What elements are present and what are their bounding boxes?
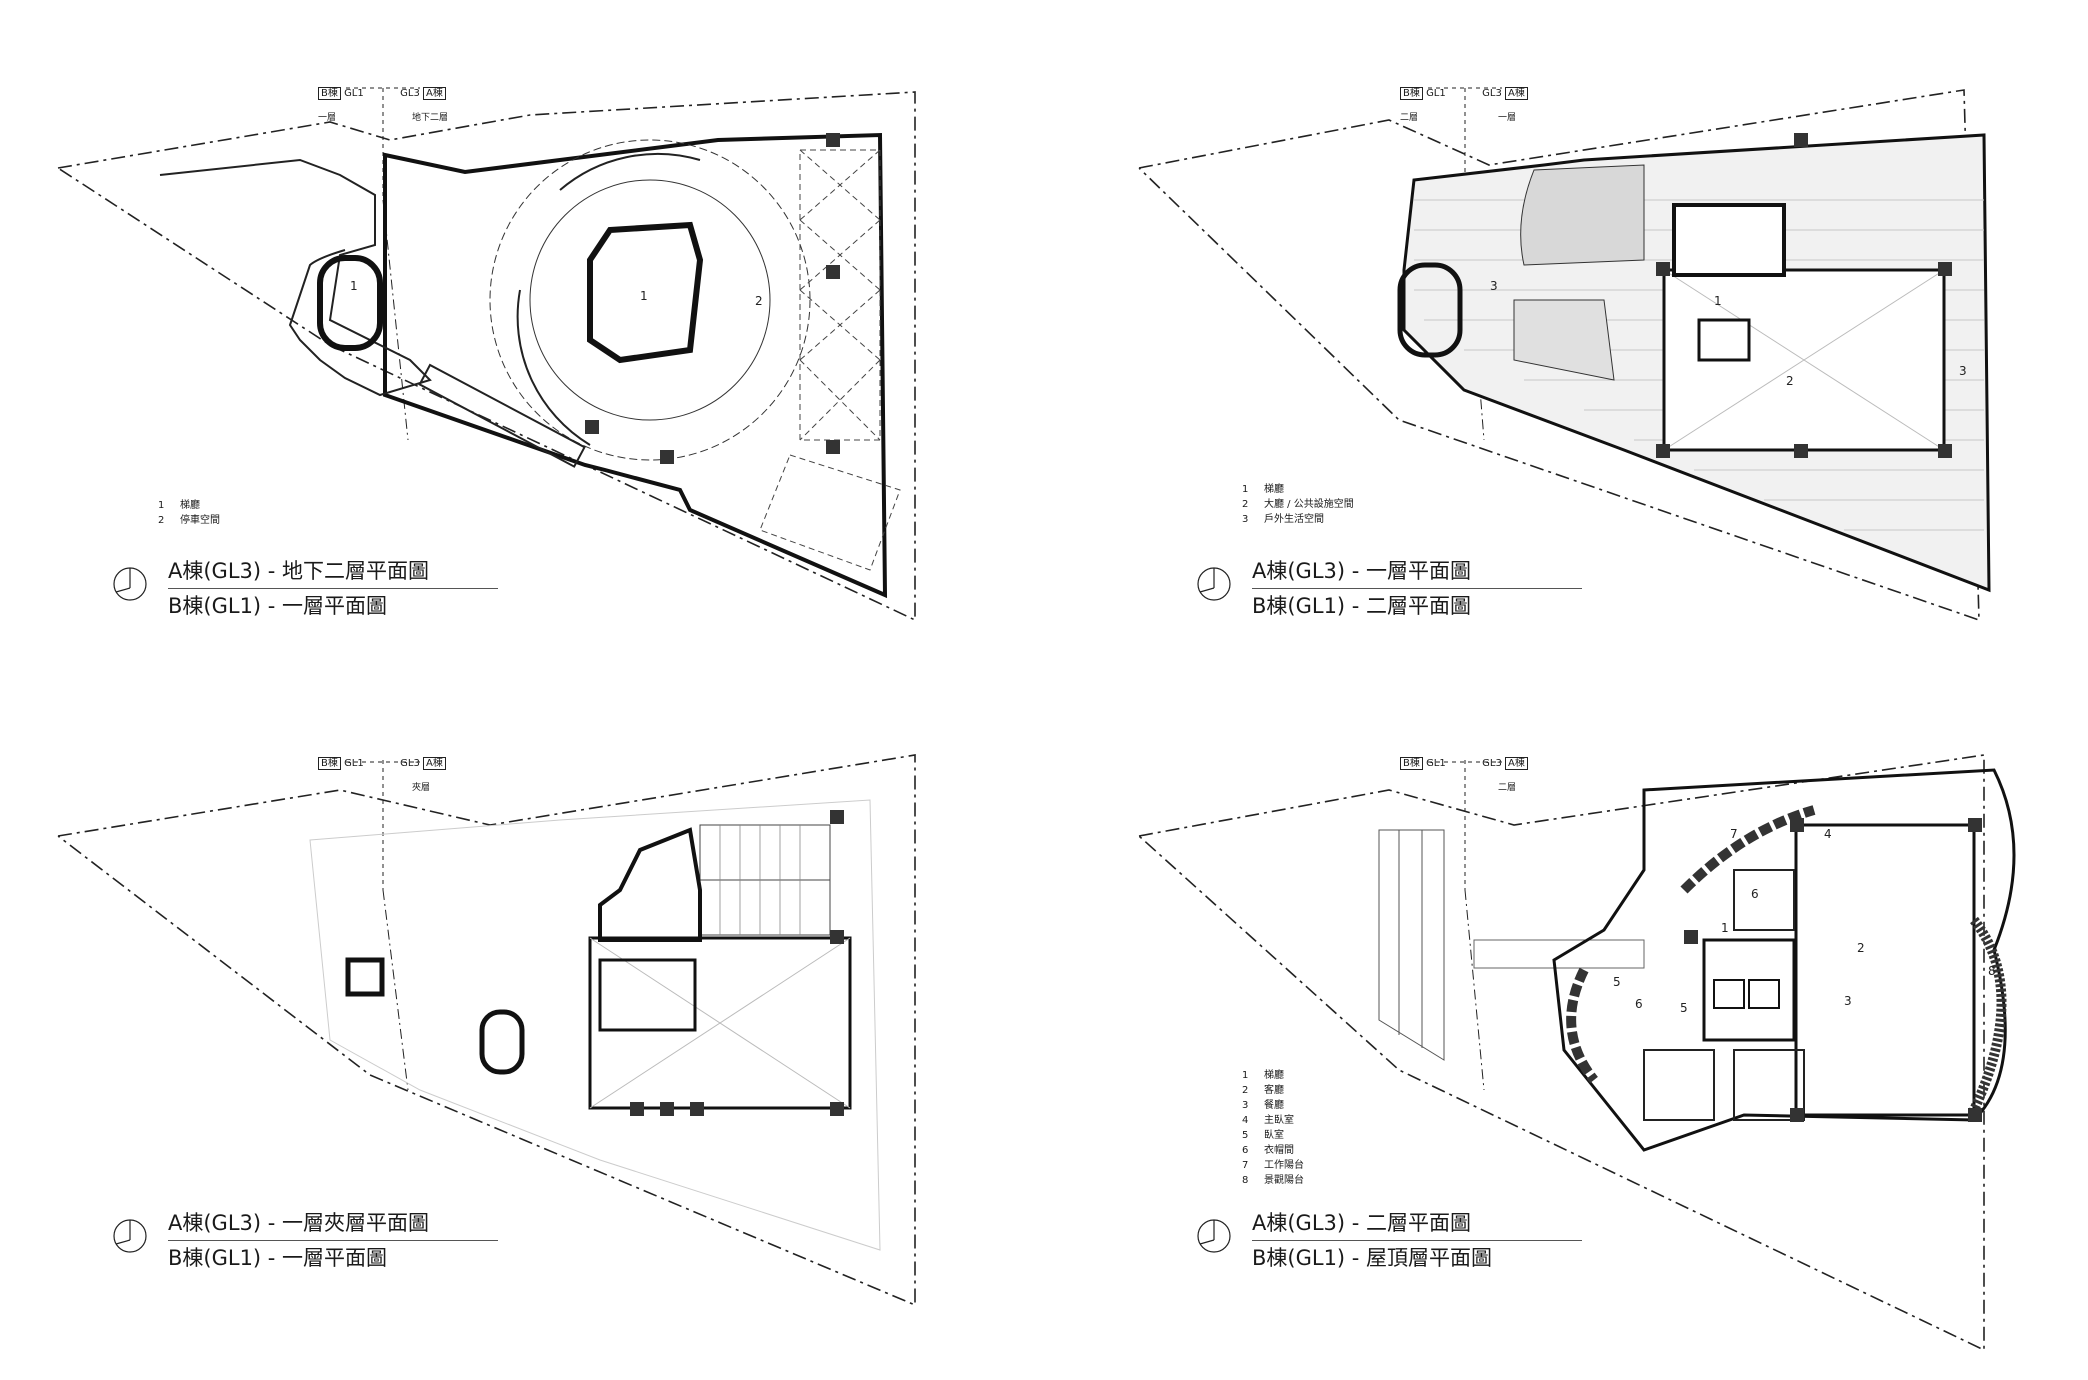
title-building-b: B棟(GL1) - 一層平面圖 [168, 594, 388, 618]
title-block-1: A棟(GL3) - 地下二層平面圖 B棟(GL1) - 一層平面圖 [168, 556, 498, 621]
title-divider [168, 588, 498, 589]
grid-label-gl3: GL3 [400, 758, 420, 769]
level-label-right: 夾層 [412, 783, 431, 793]
building-tag-b: B棟 [1400, 757, 1423, 770]
room-label: 1 [1714, 294, 1722, 308]
building-tag-b: B棟 [318, 757, 341, 770]
grid-label-gl1: GL1 [344, 88, 364, 99]
title-divider [1252, 1240, 1582, 1241]
title-building-b: B棟(GL1) - 一層平面圖 [168, 1246, 388, 1270]
title-block-3: A棟(GL3) - 一層夾層平面圖 B棟(GL1) - 一層平面圖 [168, 1208, 498, 1273]
title-divider [168, 1240, 498, 1241]
grid-label-gl3: GL3 [400, 88, 420, 99]
title-building-a: A棟(GL3) - 一層夾層平面圖 [168, 1211, 430, 1235]
title-block-2: A棟(GL3) - 一層平面圖 B棟(GL1) - 二層平面圖 [1252, 556, 1582, 621]
title-building-a: A棟(GL3) - 一層平面圖 [1252, 559, 1472, 583]
title-building-b: B棟(GL1) - 屋頂層平面圖 [1252, 1246, 1493, 1270]
room-label: 1 [350, 279, 358, 293]
room-label: 3 [1959, 364, 1967, 378]
floor-plan-drawing-1: 1 1 2 [57, 87, 916, 622]
title-building-a: A棟(GL3) - 二層平面圖 [1252, 1211, 1472, 1235]
room-label: 1 [1721, 921, 1729, 935]
floor-plan-panel-3: B棟 GL1 GL3 A棟 夾層 A棟(GL3) - 一層夾層平面圖 B棟(GL… [0, 690, 1044, 1380]
room-label: 5 [1613, 975, 1621, 989]
title-divider [1252, 588, 1582, 589]
building-tag-a: A棟 [1505, 757, 1528, 770]
level-label-right: 二層 [1498, 783, 1517, 793]
level-label-left: 一層 [318, 113, 337, 123]
grid-label-row: B棟 GL1 GL3 A棟 [1400, 84, 1528, 100]
room-label: 3 [1844, 994, 1852, 1008]
level-label-left: 二層 [1400, 113, 1419, 123]
grid-label-row: B棟 GL1 GL3 A棟 [1400, 754, 1528, 770]
room-label: 8 [1988, 964, 1996, 978]
room-label: 2 [1786, 374, 1794, 388]
room-label: 6 [1751, 887, 1759, 901]
room-label: 2 [1857, 941, 1865, 955]
building-tag-a: A棟 [423, 757, 446, 770]
north-arrow-icon [113, 1219, 147, 1253]
level-label-right: 一層 [1498, 113, 1517, 123]
building-tag-b: B棟 [318, 87, 341, 100]
room-label: 5 [1680, 1001, 1688, 1015]
grid-label-gl1: GL1 [1426, 758, 1446, 769]
north-arrow-icon [1197, 1219, 1231, 1253]
room-label: 6 [1635, 997, 1643, 1011]
building-tag-a: A棟 [423, 87, 446, 100]
room-label: 7 [1730, 827, 1738, 841]
grid-label-row: B棟 GL1 GL3 A棟 [318, 754, 446, 770]
building-tag-a: A棟 [1505, 87, 1528, 100]
title-block-4: A棟(GL3) - 二層平面圖 B棟(GL1) - 屋頂層平面圖 [1252, 1208, 1582, 1273]
room-label: 3 [1490, 279, 1498, 293]
floor-plan-drawing-2: 3 1 2 3 [1138, 87, 1991, 622]
title-building-a: A棟(GL3) - 地下二層平面圖 [168, 559, 430, 583]
north-arrow-icon [113, 567, 147, 601]
grid-label-gl3: GL3 [1482, 758, 1502, 769]
north-arrow-icon [1197, 567, 1231, 601]
room-label: 1 [640, 289, 648, 303]
grid-label-gl1: GL1 [344, 758, 364, 769]
title-building-b: B棟(GL1) - 二層平面圖 [1252, 594, 1472, 618]
floor-plan-drawing-4: 7 4 6 1 2 8 5 6 5 3 [1138, 754, 2016, 1352]
building-tag-b: B棟 [1400, 87, 1423, 100]
grid-label-gl3: GL3 [1482, 88, 1502, 99]
room-label: 2 [755, 294, 763, 308]
level-label-right: 地下二層 [412, 113, 449, 123]
room-label: 4 [1824, 827, 1832, 841]
grid-label-row: B棟 GL1 GL3 A棟 [318, 84, 446, 100]
grid-label-gl1: GL1 [1426, 88, 1446, 99]
floor-plan-drawing-3 [57, 754, 916, 1307]
